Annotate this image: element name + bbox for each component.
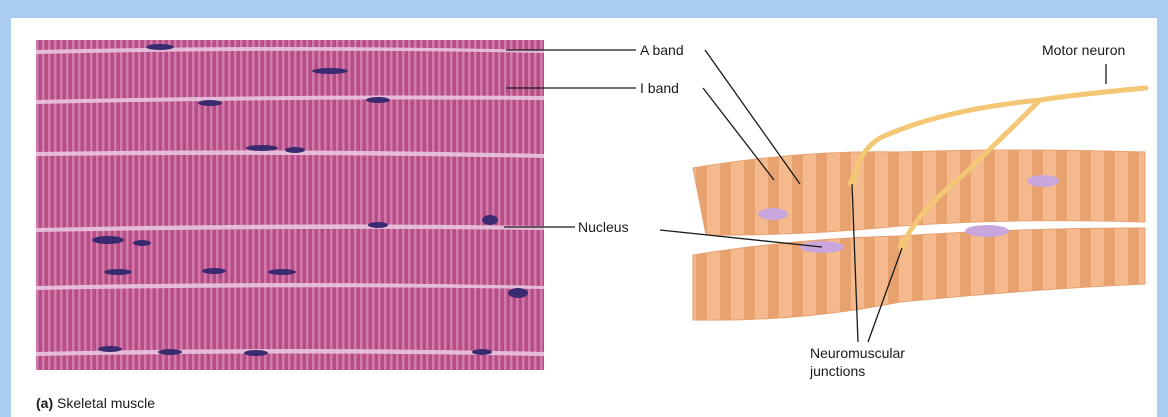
neuromuscular-label: Neuromuscular bbox=[810, 345, 905, 361]
micrograph bbox=[36, 40, 544, 370]
caption-text: Skeletal muscle bbox=[57, 395, 155, 411]
motor-neuron-label: Motor neuron bbox=[1042, 42, 1125, 58]
a-band-label: A band bbox=[640, 42, 684, 58]
figure-caption: (a) Skeletal muscle bbox=[36, 395, 155, 411]
junctions-label: junctions bbox=[810, 363, 865, 379]
muscle-fibers bbox=[693, 150, 1145, 320]
i-band-label: I band bbox=[640, 80, 679, 96]
caption-letter: (a) bbox=[36, 395, 53, 411]
lower-fiber bbox=[693, 228, 1145, 320]
nucleus-label: Nucleus bbox=[578, 219, 629, 235]
